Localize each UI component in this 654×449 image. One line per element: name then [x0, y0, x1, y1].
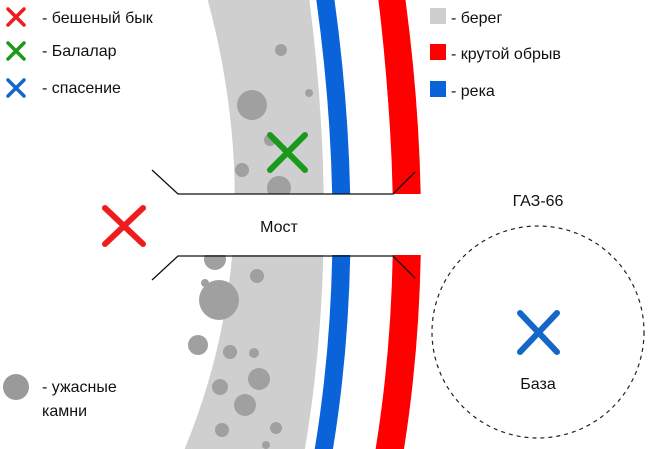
cliff-band-bottom — [375, 255, 421, 449]
legend-left: - бешеный бык - Балалар - спасение — [6, 7, 154, 98]
legend-item-shore: - берег — [430, 8, 502, 27]
legend-item-cliff: - крутой обрыв — [430, 44, 561, 63]
river-band-bottom — [314, 255, 351, 449]
cliff-band-top — [377, 0, 421, 194]
grey-square-icon — [430, 8, 446, 24]
base-zone-circle — [431, 225, 645, 439]
legend-item-bull: - бешеный бык — [6, 7, 154, 27]
grey-circle-icon — [3, 374, 29, 400]
legend-rocks: - ужасные камни — [3, 374, 117, 420]
legend-label-rocks-line1: - ужасные — [42, 379, 117, 396]
legend-label-rescue: - спасение — [42, 80, 121, 97]
base-label: База — [520, 376, 556, 393]
legend-label-shore: - берег — [451, 10, 502, 27]
blue-cross-icon — [517, 310, 560, 355]
legend-label-bull: - бешеный бык — [42, 10, 154, 27]
bridge — [151, 169, 416, 281]
legend-right: - берег - крутой обрыв - река — [430, 8, 561, 100]
vehicle-label: ГАЗ-66 — [513, 193, 564, 210]
bridge-label: Мост — [260, 219, 298, 236]
blue-cross-icon — [6, 78, 26, 98]
blue-square-icon — [430, 81, 446, 97]
green-cross-icon — [6, 41, 26, 61]
legend-item-rescue: - спасение — [6, 78, 121, 98]
legend-label-cliff: - крутой обрыв — [451, 46, 561, 63]
river-band-top — [316, 0, 351, 194]
legend-label-balalar: - Балалар — [42, 43, 117, 60]
green-cross-icon — [267, 132, 308, 173]
legend-item-river: - река — [430, 81, 495, 100]
rocks-bottom — [188, 255, 282, 449]
rocks-top — [235, 44, 313, 194]
red-cross-icon — [6, 7, 26, 27]
legend-label-rocks-line2: камни — [42, 403, 87, 420]
red-square-icon — [430, 44, 446, 60]
legend-label-river: - река — [451, 83, 495, 100]
red-cross-icon — [102, 205, 146, 247]
legend-item-balalar: - Балалар — [6, 41, 117, 61]
river-bottom-section — [184, 255, 421, 449]
